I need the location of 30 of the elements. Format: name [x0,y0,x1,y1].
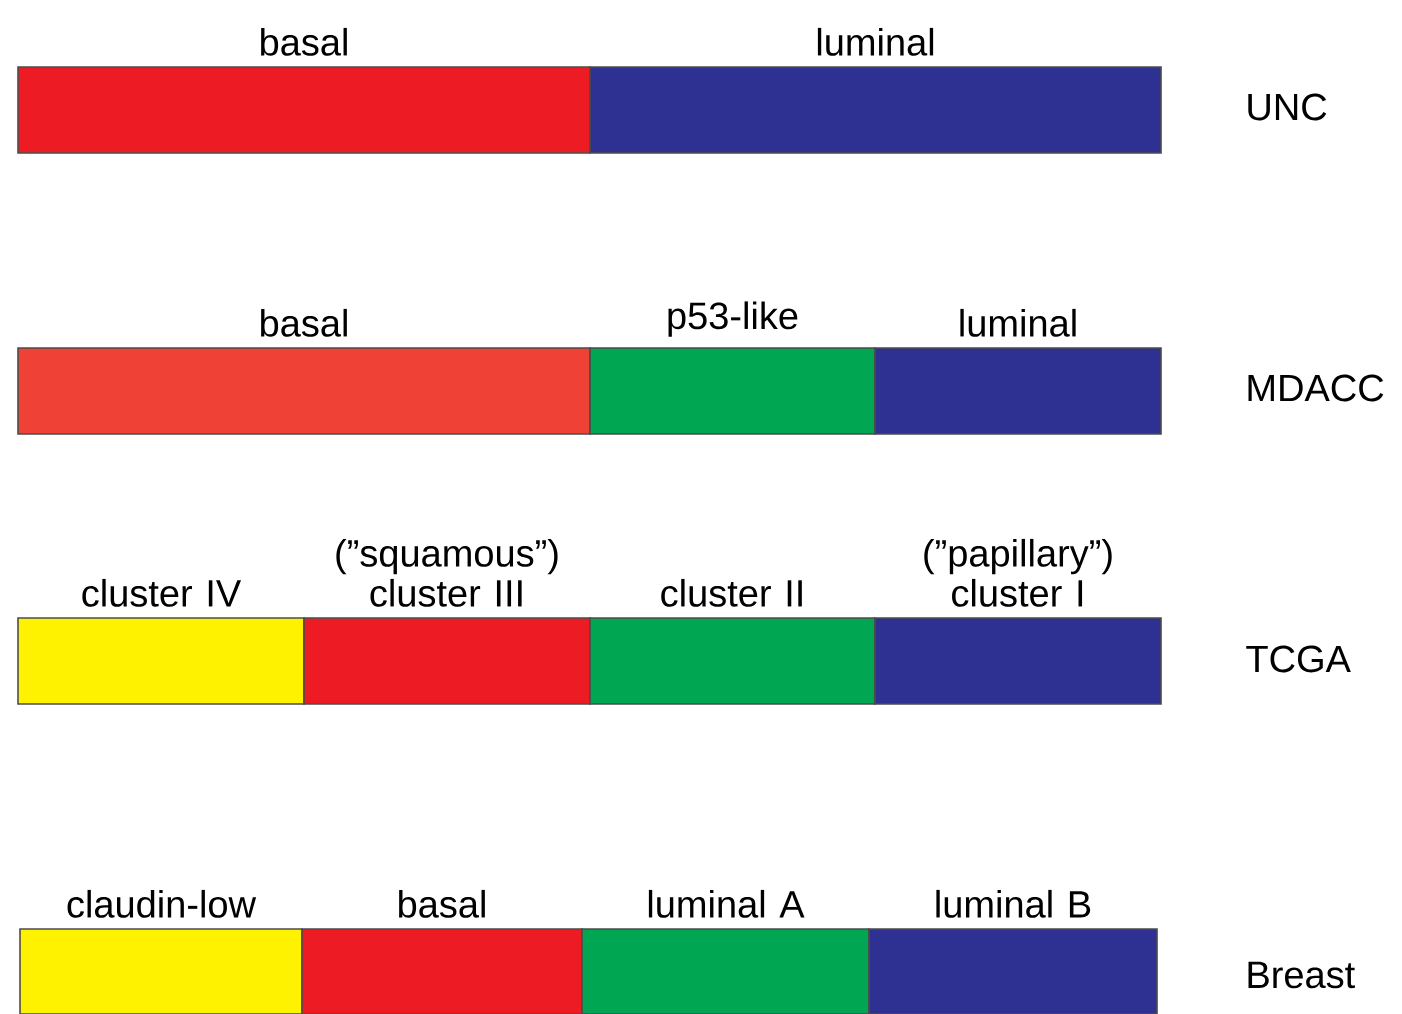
node-label: luminal B [936,889,1091,918]
segment-bar: cluster II [589,578,876,705]
segment-bar: luminal [874,308,1162,435]
node-label: basal [261,27,347,56]
segment-bar: basal [17,308,591,435]
node-label: luminal [960,308,1076,337]
row-label: TCGA [1246,645,1351,673]
row-label: MDACC [1248,374,1384,402]
segment-bar: (”papillary”) cluster I [874,538,1162,705]
segment-bar: (”squamous”) cluster III [303,538,591,705]
node-label: basal [261,308,347,337]
segment-bar: cluster IV [17,578,305,705]
node-label: basal [399,889,485,918]
node-label: (”papillary”) cluster I [924,538,1112,607]
segment-bar: claudin-low [19,889,303,1014]
row-label: Breast [1248,961,1355,989]
segment-bar: p53-like [589,301,876,435]
node-label: luminal A [648,889,805,918]
node-label: claudin-low [67,889,257,918]
segment-bar: luminal B [868,889,1158,1014]
node-label: p53-like [668,301,798,337]
node-label: cluster IV [82,578,242,607]
node-label: (”squamous”) cluster III [336,538,558,607]
segment-bar: basal [17,27,591,154]
node-label: luminal [817,27,934,56]
segment-bar: basal [301,889,583,1014]
segment-bar: luminal [589,27,1162,154]
node-label: cluster II [661,578,802,607]
row-label: UNC [1248,93,1327,121]
segment-bar: luminal A [581,889,870,1014]
